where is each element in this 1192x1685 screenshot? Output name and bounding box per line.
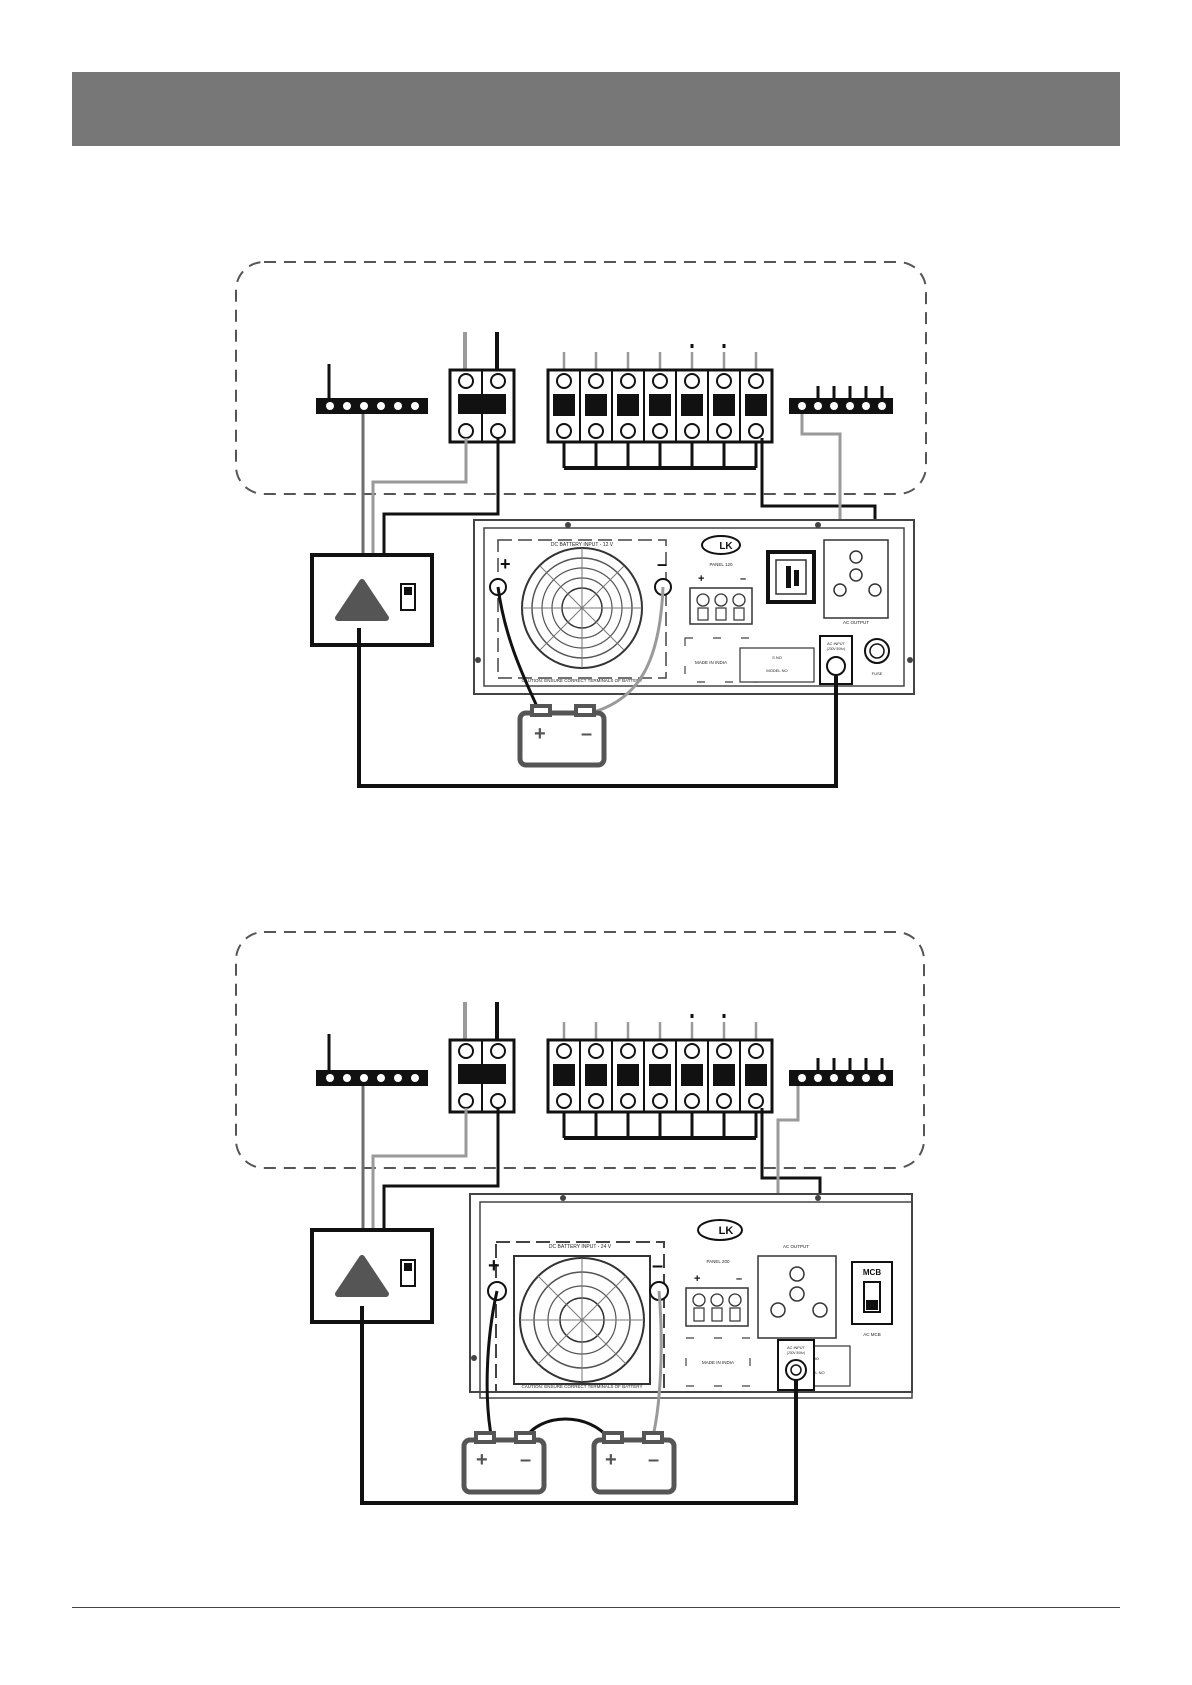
svg-text:+: + — [500, 554, 511, 574]
svg-text:–: – — [657, 554, 667, 574]
made-in-label: MADE IN INDIA — [702, 1360, 734, 1365]
ac-input-sublabel: (230V 50Hz) — [827, 647, 845, 651]
house-wiring-boundary — [235, 261, 927, 495]
svg-text:–: – — [648, 1449, 659, 1471]
ac-input-port — [826, 656, 846, 676]
battery-2: + – — [591, 1431, 677, 1495]
neutral-bus-bar — [316, 1034, 428, 1086]
brand-logo: LK — [697, 1219, 743, 1241]
caution-label: CAUTION: ENSURE CORRECT TERMINALS OF BAT… — [522, 678, 643, 683]
ac-input-port — [785, 1359, 807, 1381]
display-module — [766, 550, 816, 604]
svg-text:–: – — [652, 1255, 663, 1277]
svg-text:LK: LK — [719, 541, 733, 552]
cooling-fan — [513, 1255, 651, 1385]
mains-wall-socket — [310, 1228, 434, 1324]
cooling-fan — [521, 547, 643, 669]
ac-output-label: AC OUTPUT — [843, 620, 869, 625]
ac-input-sublabel: (230V 50Hz) — [787, 1351, 805, 1355]
ac-output-socket — [757, 1255, 837, 1339]
svg-text:+: + — [476, 1449, 488, 1471]
distribution-breaker-bank — [546, 1014, 774, 1140]
solar-panel-terminal: + – — [685, 1273, 749, 1327]
mcb-breaker: MCB — [851, 1261, 893, 1325]
inverter-rear-panel: DC BATTERY INPUT - 12 V + – CAUTION: ENS… — [473, 519, 915, 695]
panel-label: PANEL 200 — [706, 1259, 730, 1264]
mcb-caption: AC MCB — [863, 1332, 881, 1337]
svg-text:+: + — [534, 723, 546, 745]
fuse-holder — [864, 638, 890, 664]
ac-output-socket — [823, 539, 889, 619]
neutral-bus-bar — [316, 364, 428, 414]
caution-label: CAUTION: ENSURE CORRECT TERMINALS OF BAT… — [522, 1384, 643, 1389]
solar-panel-terminal: + – — [689, 573, 753, 625]
header-bar — [72, 72, 1120, 146]
svg-text:+: + — [605, 1449, 617, 1471]
svg-text:–: – — [581, 723, 592, 745]
footer-rule — [72, 1607, 1120, 1608]
battery-input-label: DC BATTERY INPUT - 12 V — [551, 542, 614, 548]
earth-bus-bar — [789, 1058, 893, 1086]
main-double-pole-switch — [448, 1002, 516, 1114]
svg-text:+: + — [488, 1255, 500, 1277]
brand-logo: LK — [701, 535, 741, 555]
ac-input-label: AC INPUT — [827, 642, 845, 646]
svg-text:+: + — [698, 573, 704, 585]
fuse-label: FUSE — [872, 671, 883, 676]
ac-output-label: AC OUTPUT — [783, 1244, 809, 1249]
distribution-breaker-bank — [546, 344, 774, 470]
serial-label: S NO — [772, 655, 782, 660]
svg-text:–: – — [520, 1449, 531, 1471]
inverter-rear-panel: DC BATTERY INPUT - 24 V + – CAUTION: ENS… — [469, 1193, 913, 1399]
earth-bus-bar — [789, 386, 893, 414]
svg-text:LK: LK — [719, 1225, 734, 1237]
battery: + – — [517, 704, 607, 768]
main-double-pole-switch — [448, 332, 516, 444]
wiring-diagram-single-battery: DC BATTERY INPUT - 12 V + – CAUTION: ENS… — [235, 261, 927, 788]
svg-text:–: – — [740, 573, 746, 585]
svg-text:+: + — [694, 1273, 700, 1285]
battery-input-label: DC BATTERY INPUT - 24 V — [549, 1244, 612, 1250]
svg-text:–: – — [736, 1273, 742, 1285]
house-wiring-boundary — [235, 931, 925, 1169]
panel-label: PANEL 120 — [709, 562, 733, 567]
svg-text:MCB: MCB — [863, 1268, 881, 1277]
model-label: MODEL NO — [766, 668, 787, 673]
made-in-label: MADE IN INDIA — [695, 660, 727, 665]
battery-1: + – — [461, 1431, 547, 1495]
mains-wall-socket — [310, 553, 434, 647]
ac-input-label: AC INPUT — [787, 1346, 805, 1350]
